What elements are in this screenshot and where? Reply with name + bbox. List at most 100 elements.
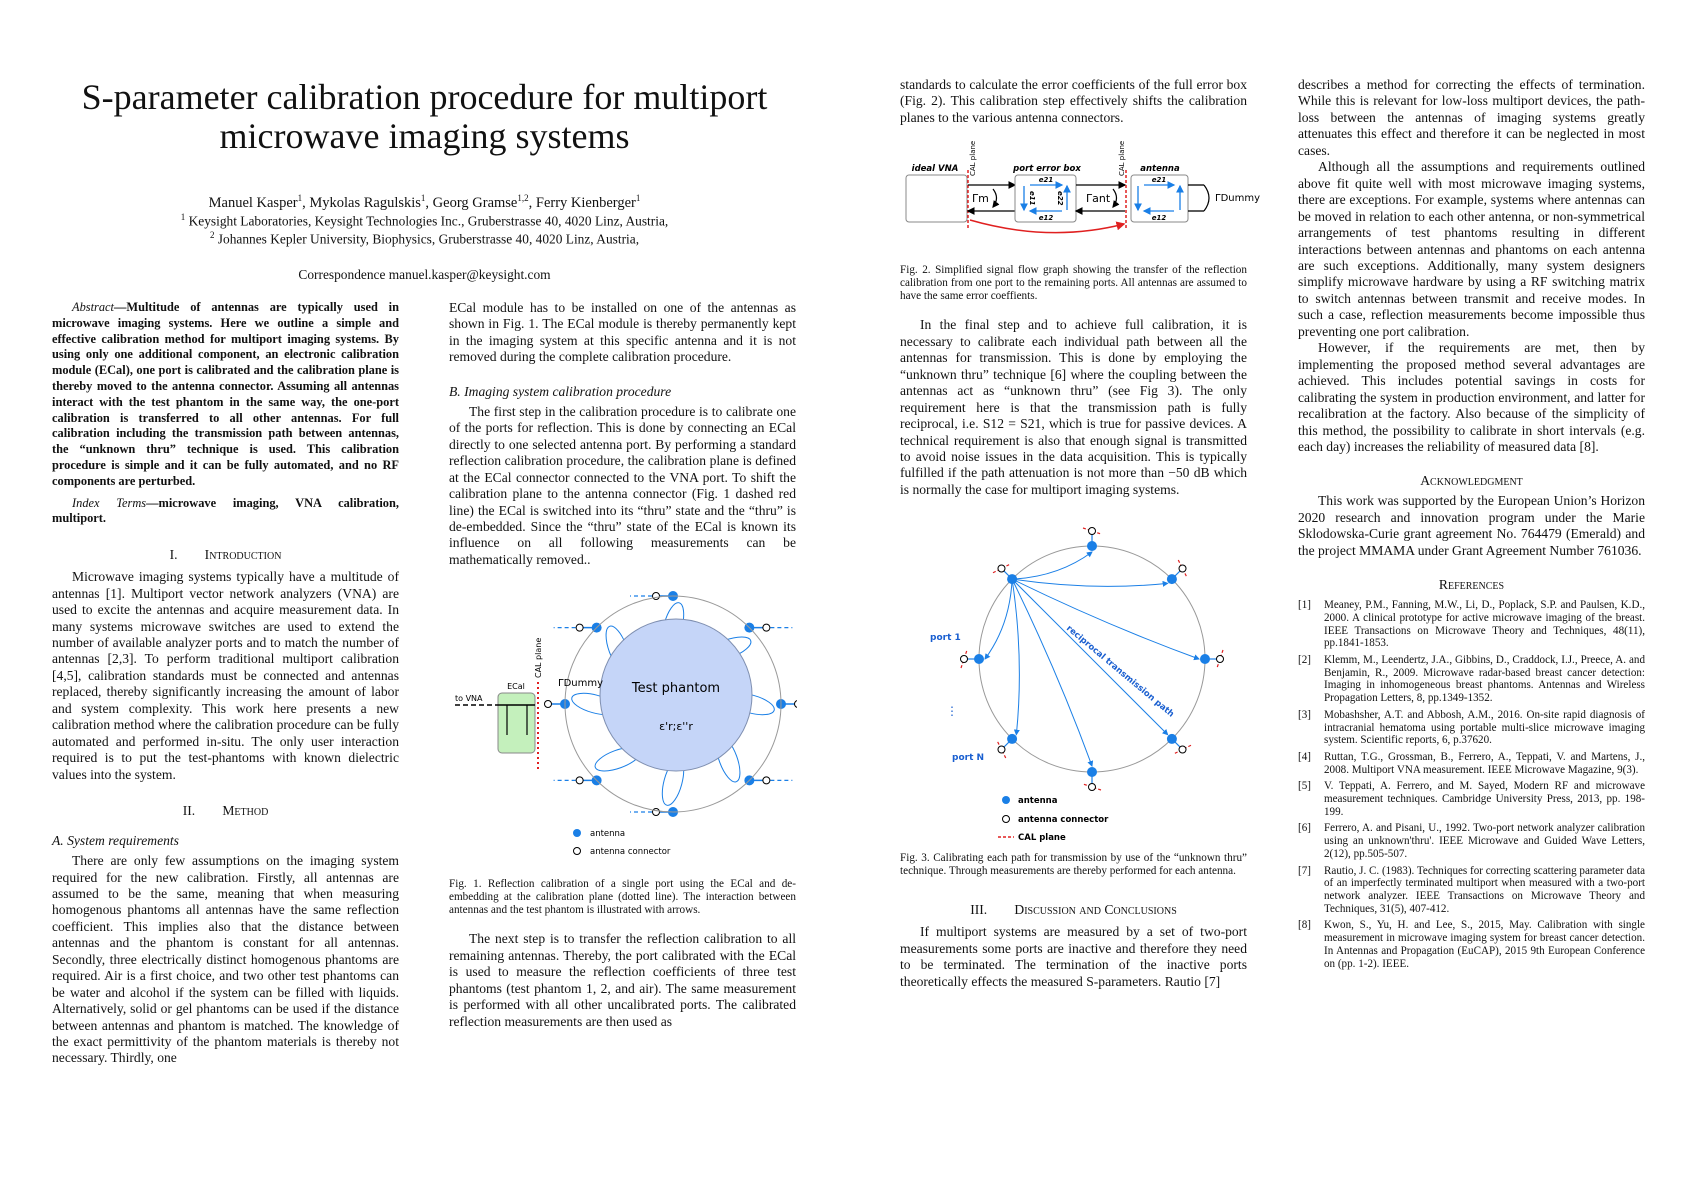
gamma-dummy-label: ΓDummy [1215,193,1260,204]
reference-item: [6]Ferrero, A. and Pisani, U., 1992. Two… [1298,822,1645,860]
reference-item: [5]V. Teppati, A. Ferrero, and M. Sayed,… [1298,780,1645,818]
cal-plane-mark [960,650,968,669]
author: Manuel Kasper1, [208,193,310,211]
antenna-dot [1007,574,1018,585]
antenna-connector [575,776,584,785]
legend-connector-label: antenna connector [1018,815,1109,825]
figure-1-caption: Fig. 1. Reflection calibration of a sing… [449,878,796,917]
reference-item: [1]Meaney, P.M., Fanning, M.W., Li, D., … [1298,599,1645,650]
antenna-connector [762,623,771,632]
cal-plane-label: CAL plane [969,141,977,176]
permittivity-label: ε'r;ε''r [659,720,693,733]
antenna-dot [1007,734,1018,745]
ecal-label: ECal [507,682,525,691]
affiliation: 2 Johannes Kepler University, Biophysics… [209,230,640,247]
gamma-ant-label: Γant [1086,192,1111,205]
figure-3: port 1 port N ⋮ reciprocal transmission … [930,527,1224,843]
e21-label: e21 [1039,176,1054,184]
reference-item: [7]Rautio, J. C. (1983). Techniques for … [1298,864,1645,915]
transmission-arrow [1011,579,1169,736]
antenna-ring [564,595,782,813]
path-label: reciprocal transmission path [1064,624,1176,720]
column-3: standards to calculate the error coeffic… [900,77,1260,990]
reference-item: [4]Ruttan, T.G., Grossman, B., Ferrero, … [1298,750,1645,776]
legend-antenna-label: antenna [590,829,625,839]
antenna-connector [1088,527,1096,536]
references-heading: References [1438,577,1505,593]
antenna-dot [1087,767,1097,778]
column-1: Abstract—Multitude of antennas are typic… [52,300,399,1067]
antenna-connector [794,700,797,709]
ecal-module [497,692,536,754]
procedure-text: The first step in the calibration proced… [449,403,796,567]
e22-label: e22 [1056,191,1064,206]
cal-plane-mark [992,564,1011,574]
affiliation: 1 Keysight Laboratories, Keysight Techno… [180,212,669,229]
antenna-connector [652,808,660,817]
antenna-connector [1178,745,1187,754]
antenna-connector [544,700,552,709]
gamma-m-label: Γm [972,192,989,205]
test-phantom [599,618,753,772]
legend-connector-label: antenna connector [590,847,671,857]
antenna-connector [1088,783,1096,792]
reference-list: [1]Meaney, P.M., Fanning, M.W., Li, D., … [1298,599,1645,974]
subsection-heading-procedure: B. Imaging system calibration procedure [449,383,672,399]
antenna-dot [974,654,984,665]
e21-label: e21 [1152,176,1167,184]
transmission-arrow [1011,579,1094,768]
antenna-dot [1200,654,1210,665]
requirements-text: There are only few assumptions on the im… [52,853,399,1066]
figure-3-caption: Fig. 3. Calibrating each path for transm… [900,852,1247,878]
antenna-connector [575,623,584,632]
introduction-text: Microwave imaging systems typically have… [52,569,399,782]
antenna-connector [1178,564,1187,573]
legend-antenna-dot [1002,796,1010,805]
legend-antenna-dot [573,829,581,838]
reference-item: [2]Klemm, M., Leendertz, J.A., Gibbins, … [1298,654,1645,705]
cal-plane-mark [1177,560,1188,578]
legend-cal-label: CAL plane [1018,833,1066,843]
ideal-vna-label: ideal VNA [912,164,959,174]
antenna-connector [1216,655,1224,664]
cal-plane-mark [1082,783,1102,791]
subsection-heading-requirements: A. System requirements [52,833,179,849]
section-heading-method: II. Method [182,803,269,819]
transmission-arrow [1011,579,1020,736]
port-error-box-label: port error box [1012,164,1081,174]
procedure-text-3: standards to calculate the error coeffic… [900,77,1247,125]
reference-item: [8]Kwon, S., Yu, H. and Lee, S., 2015, M… [1298,919,1645,970]
antenna-connector [652,592,660,601]
author: Georg Gramse1,2, [432,193,536,211]
discussion-text-cont: describes a method for correcting the ef… [1298,77,1645,454]
antenna-connector [960,655,968,664]
column-2: ECal module has to be installed on one o… [449,300,797,1030]
figure-2-caption: Fig. 2. Simplified signal flow graph sho… [900,264,1247,303]
port-1-label: port 1 [930,633,961,643]
e12-label: e12 [1152,214,1167,222]
title-line: S-parameter calibration procedure for mu… [81,77,768,117]
phantom-label: Test phantom [631,681,720,696]
correspondence: Correspondence manuel.kasper@keysight.co… [298,267,551,282]
e11-label: e11 [1028,191,1036,206]
antenna-dot [1087,541,1097,552]
requirements-text-cont: ECal module has to be installed on one o… [449,300,796,365]
reference-item: [3]Mobashsher, A.T. and Abbosh, A.M., 20… [1298,708,1645,747]
antenna-connector [762,776,771,785]
cal-plane-mark [996,741,1007,759]
ideal-vna-box [905,174,968,223]
ellipsis-dots: ⋮ [946,704,958,718]
legend-connector-dot [1002,815,1010,824]
port-n-label: port N [952,753,984,763]
antenna-connector [997,745,1006,754]
author: Ferry Kienberger1 [535,193,641,211]
legend-connector-dot [573,847,581,856]
cal-plane-label: CAL plane [1118,141,1126,176]
acknowledgment-text: This work was supported by the European … [1298,493,1645,558]
cal-plane-mark [1216,650,1224,669]
paper-title: S-parameter calibration procedure for mu… [52,78,797,156]
transmission-arrow [984,579,1013,661]
calibration-transfer-arrow [969,219,1126,234]
antenna-connector [997,564,1006,573]
to-vna-label: to VNA [455,694,483,703]
